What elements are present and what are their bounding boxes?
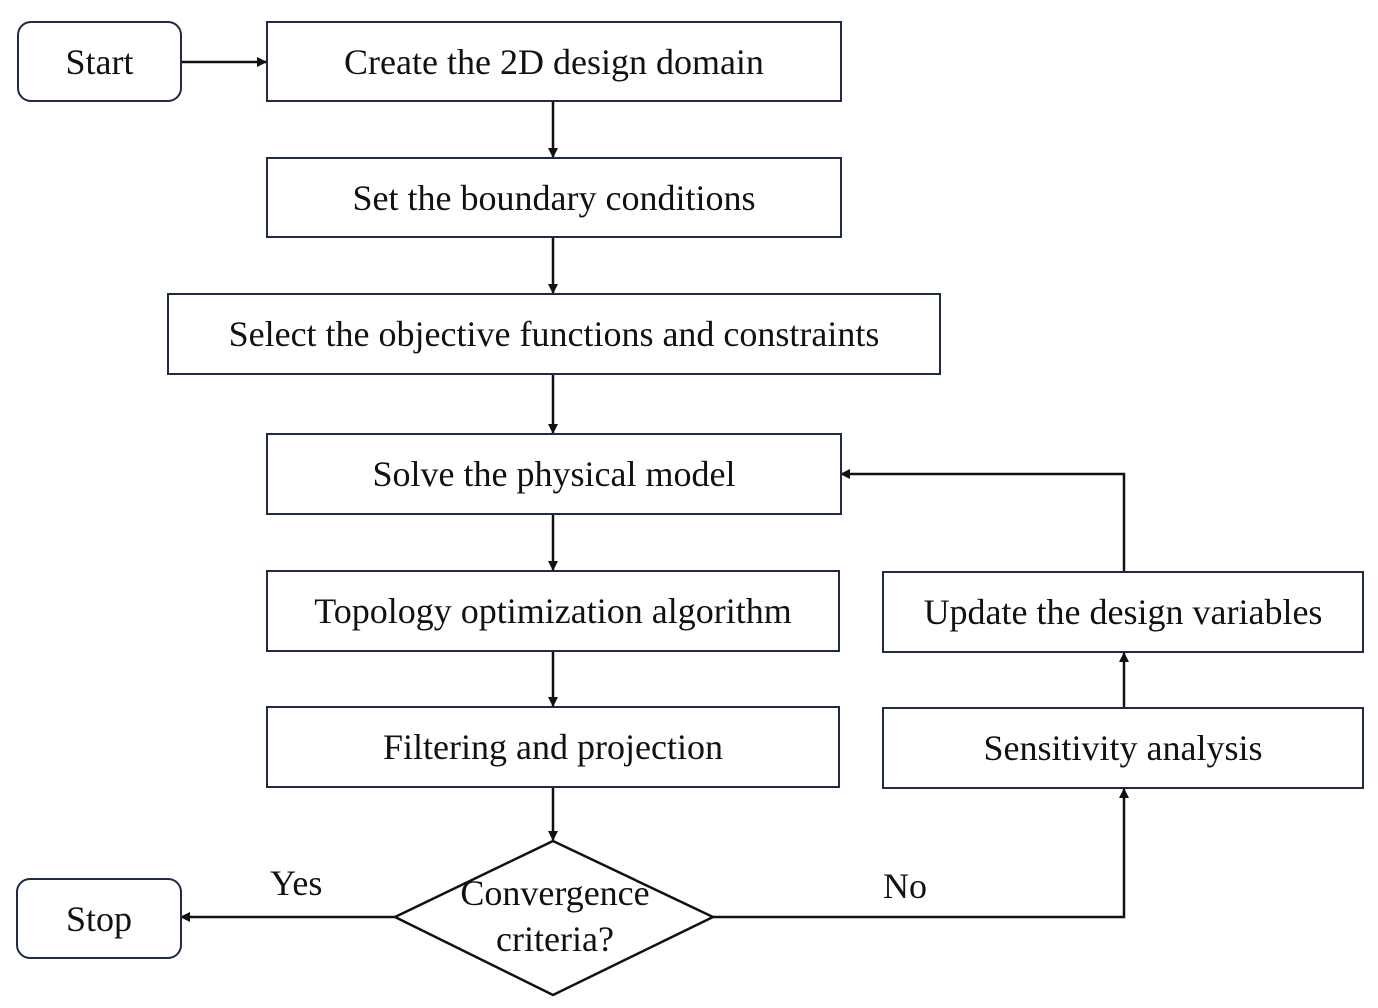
decision-label-line2: criteria? bbox=[496, 919, 614, 959]
arrow-update-to-solve bbox=[840, 469, 1126, 571]
update-design-variables-box: Update the design variables bbox=[882, 571, 1364, 653]
boundary-conditions-box: Set the boundary conditions bbox=[266, 157, 842, 238]
objective-functions-box: Select the objective functions and const… bbox=[167, 293, 941, 375]
topology-optimization-box: Topology optimization algorithm bbox=[266, 570, 840, 652]
arrow-decision-to-sensitivity bbox=[713, 788, 1129, 919]
filtering-projection-box: Filtering and projection bbox=[266, 706, 840, 788]
stop-node: Stop bbox=[16, 878, 182, 959]
start-node: Start bbox=[17, 21, 182, 102]
yes-label: Yes bbox=[270, 863, 323, 903]
sensitivity-analysis-box: Sensitivity analysis bbox=[882, 707, 1364, 789]
decision-label: Convergence criteria? bbox=[395, 870, 715, 962]
create-domain-box: Create the 2D design domain bbox=[266, 21, 842, 102]
decision-label-line1: Convergence bbox=[460, 873, 650, 913]
solve-model-box: Solve the physical model bbox=[266, 433, 842, 515]
no-label: No bbox=[883, 866, 927, 906]
decision-diamond bbox=[392, 839, 716, 997]
